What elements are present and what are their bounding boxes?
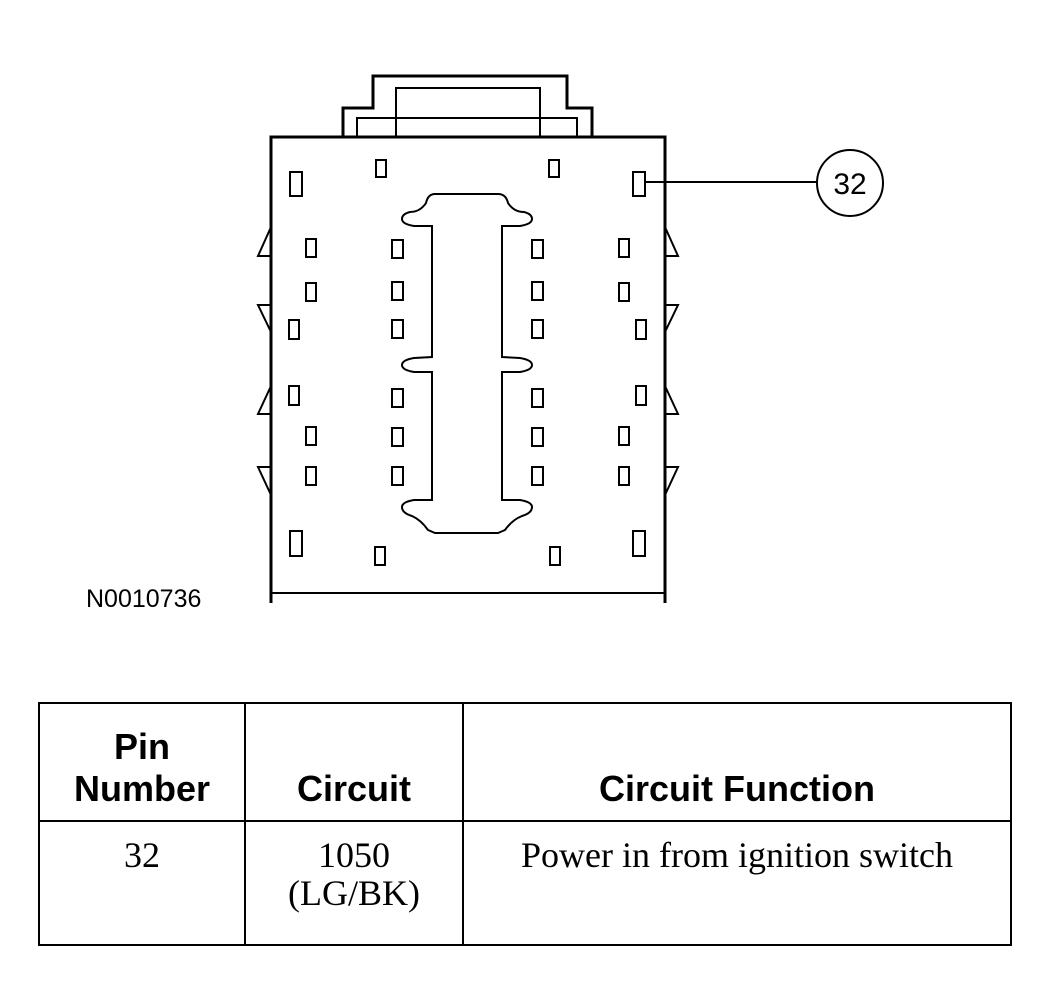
cell-pin: 32	[38, 820, 246, 946]
pin-cavity	[289, 171, 303, 197]
pin-cavity	[305, 466, 317, 486]
table-row: 32 1050 (LG/BK) Power in from ignition s…	[38, 820, 1012, 946]
pin-table: Pin Number Circuit Circuit Function 32 1…	[38, 702, 1012, 946]
pin-cavity	[531, 388, 544, 408]
header-pin-number-line1: Pin	[113, 726, 170, 767]
pin-cavity	[288, 319, 300, 340]
pin-cavity	[531, 466, 544, 486]
pin-cavity	[391, 388, 404, 408]
pin-cavity	[391, 427, 404, 447]
header-pin-number-line2: Number	[73, 768, 211, 809]
pin-cavity	[305, 282, 317, 302]
table-header-row: Pin Number Circuit Circuit Function	[38, 702, 1012, 822]
header-circuit-function: Circuit Function	[462, 702, 1012, 822]
pin-cavity	[635, 385, 647, 406]
cell-circuit-color: (LG/BK)	[288, 873, 420, 913]
pin-cavity	[375, 159, 387, 178]
pin-cavity	[618, 426, 630, 446]
pin-cavity	[391, 239, 404, 259]
cell-circuit: 1050 (LG/BK)	[244, 820, 464, 946]
header-pin-number: Pin Number	[38, 702, 246, 822]
pin-cavity	[549, 546, 561, 566]
cell-function: Power in from ignition switch	[462, 820, 1012, 946]
pin-cavity	[531, 427, 544, 447]
pin-cavity	[305, 238, 317, 258]
pin-cavity	[391, 466, 404, 486]
pin-cavity	[289, 530, 303, 557]
pin-cavity	[391, 319, 404, 339]
pin-cavity	[618, 466, 630, 486]
figure-id: N0010736	[86, 585, 201, 613]
pin-cavities	[288, 159, 647, 566]
pin-cavity	[374, 546, 386, 566]
pin-cavity	[391, 281, 404, 301]
header-circuit: Circuit	[244, 702, 464, 822]
connector-diagram: 32 N0010736	[86, 74, 884, 613]
pin-cavity	[632, 171, 646, 197]
pin-cavity	[305, 426, 317, 446]
pin-cavity	[531, 281, 544, 301]
connector-outline	[256, 74, 680, 603]
callout-circle	[816, 149, 884, 217]
pin-cavity	[548, 159, 560, 178]
pin-cavity	[618, 238, 630, 258]
pin-cavity	[635, 319, 647, 340]
cell-circuit-number: 1050	[318, 835, 390, 875]
callout-pin-number: 32	[833, 168, 866, 201]
pin-cavity	[288, 385, 300, 406]
pin-cavity	[531, 239, 544, 259]
pin-cavity	[618, 282, 630, 302]
pin-cavity	[632, 530, 646, 557]
pin-cavity	[531, 319, 544, 339]
pin-callout: 32	[645, 149, 884, 217]
